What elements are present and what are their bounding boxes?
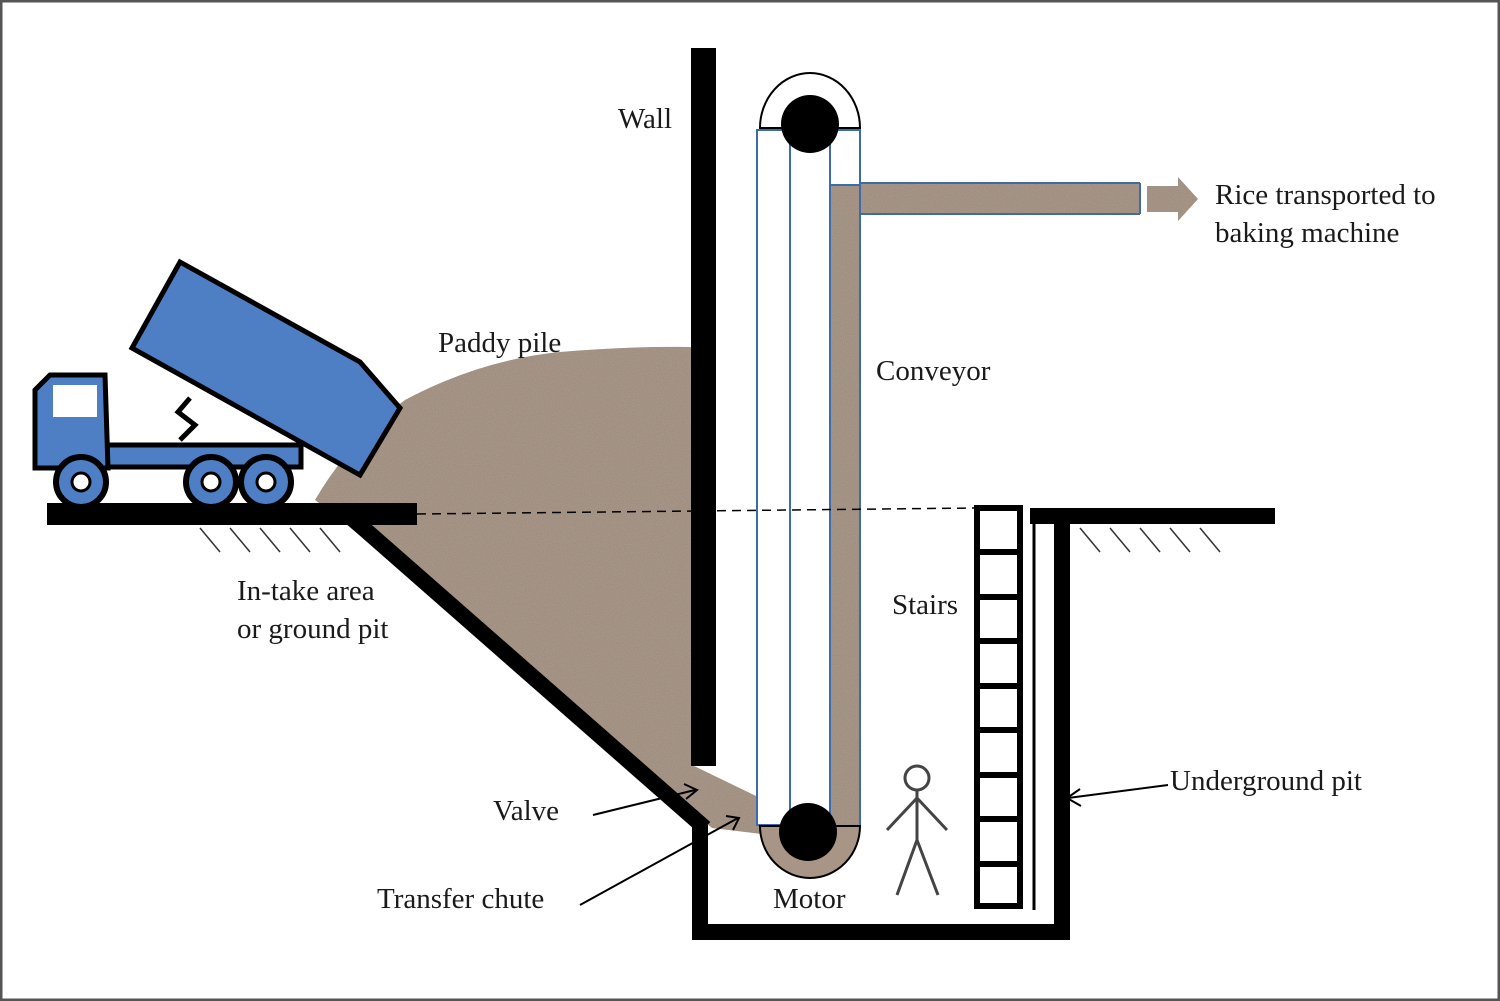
valve-arrowhead: [683, 783, 699, 800]
ground-level-dashed: [416, 507, 976, 515]
truck-hydraulic-arm: [174, 396, 199, 442]
leader-lines: [579, 783, 1169, 906]
label-valve: Valve: [493, 795, 560, 827]
output-conveyor-belt: [830, 183, 1140, 214]
conveyor-tube-top-right: [829, 129, 861, 186]
label-intake-line2: or ground pit: [237, 613, 389, 645]
underground-pit-arrowhead: [1065, 788, 1082, 807]
label-paddy-pile: Paddy pile: [438, 327, 562, 359]
stairs: [974, 505, 1023, 909]
transfer-chute-wall: [339, 505, 711, 835]
person-icon: [885, 764, 949, 896]
valve-leader: [592, 789, 696, 816]
label-transfer-chute: Transfer chute: [377, 883, 545, 915]
label-rice-line2: baking machine: [1215, 217, 1400, 249]
label-wall: Wall: [618, 103, 673, 135]
ground-hatching-right: [1079, 527, 1221, 553]
wall: [691, 48, 716, 766]
conveyor-grain-column: [830, 183, 860, 826]
grain-material: [315, 177, 1198, 835]
label-underground-pit: Underground pit: [1170, 765, 1362, 797]
conveyor-tube-center: [789, 129, 831, 826]
label-motor: Motor: [773, 883, 846, 915]
underground-pit-leader: [1067, 784, 1169, 799]
truck-window: [53, 385, 97, 417]
arrow-right-icon: [1147, 177, 1198, 221]
underground-pit-walls: [692, 508, 1275, 940]
label-conveyor: Conveyor: [876, 355, 991, 387]
paddy-pile: [315, 346, 785, 835]
transfer-chute-leader: [579, 817, 739, 906]
label-rice-line1: Rice transported to: [1215, 179, 1436, 211]
truck-dump-bed: [128, 258, 404, 479]
label-stairs: Stairs: [892, 589, 959, 621]
label-intake-line1: In-take area: [237, 575, 375, 607]
top-pulley: [781, 95, 839, 153]
ground-hatching-left: [199, 527, 341, 553]
motor-pulley: [779, 803, 837, 861]
ground-left: [47, 503, 417, 525]
dump-truck-icon: [32, 258, 404, 510]
conveyor-tube-left: [756, 129, 791, 826]
transfer-chute-arrowhead: [725, 815, 741, 831]
